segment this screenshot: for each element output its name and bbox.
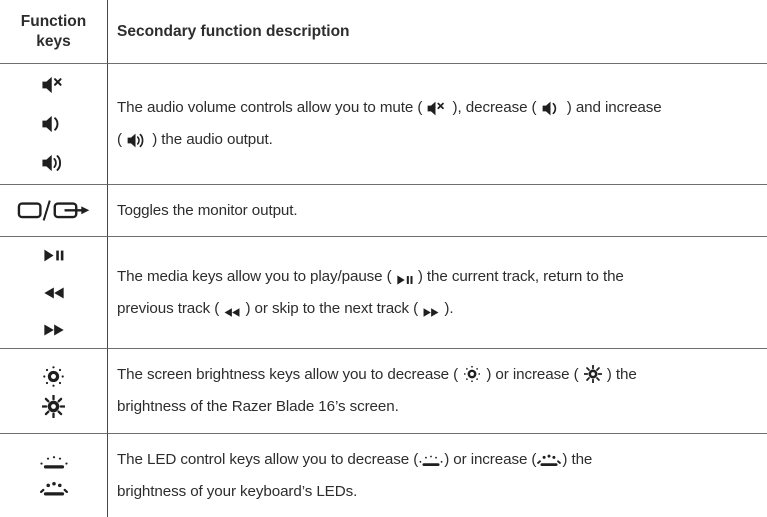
keys-cell-monitor	[0, 184, 108, 236]
volume-down-icon	[542, 101, 562, 116]
led-increase-icon	[537, 453, 562, 468]
desc-cell-brightness: The screen brightness keys allow you to …	[108, 348, 767, 433]
volume-down-icon	[42, 115, 65, 133]
desc-cell-audio: The audio volume controls allow you to m…	[108, 63, 767, 184]
led-increase-icon	[39, 480, 68, 498]
desc-cell-media: The media keys allow you to play/pause (…	[108, 236, 767, 348]
desc-cell-led: The LED control keys allow you to decrea…	[108, 433, 767, 517]
monitor-toggle-icon	[17, 199, 91, 222]
next-track-icon	[423, 307, 439, 317]
volume-mute-icon	[427, 101, 447, 116]
brightness-decrease-icon	[463, 365, 481, 383]
desc-text-audio: The audio volume controls allow you to m…	[117, 99, 662, 148]
volume-up-icon	[42, 154, 65, 172]
header-description: Secondary function description	[108, 0, 767, 63]
keys-cell-audio	[0, 63, 108, 184]
brightness-decrease-icon	[42, 365, 65, 388]
header-description-label: Secondary function description	[117, 22, 350, 40]
desc-text-brightness: The screen brightness keys allow you to …	[117, 365, 637, 415]
desc-cell-monitor: Toggles the monitor output.	[108, 184, 767, 236]
led-decrease-icon	[419, 453, 443, 468]
brightness-increase-icon	[42, 394, 65, 418]
play-pause-icon	[397, 274, 413, 285]
previous-track-icon	[43, 287, 64, 299]
desc-text-monitor: Toggles the monitor output.	[117, 201, 298, 219]
next-track-icon	[43, 324, 64, 336]
desc-text-media: The media keys allow you to play/pause (…	[117, 267, 624, 317]
brightness-increase-icon	[583, 365, 602, 383]
desc-text-led: The LED control keys allow you to decrea…	[117, 450, 593, 500]
play-pause-icon	[43, 249, 64, 262]
keys-cell-led	[0, 433, 108, 517]
header-function-keys: Function keys	[0, 0, 108, 63]
volume-mute-icon	[42, 76, 65, 94]
volume-up-icon	[127, 133, 147, 148]
led-decrease-icon	[39, 453, 68, 471]
keys-cell-media	[0, 236, 108, 348]
previous-track-icon	[224, 307, 240, 317]
keys-cell-brightness	[0, 348, 108, 433]
header-function-keys-label: Function keys	[20, 12, 87, 50]
